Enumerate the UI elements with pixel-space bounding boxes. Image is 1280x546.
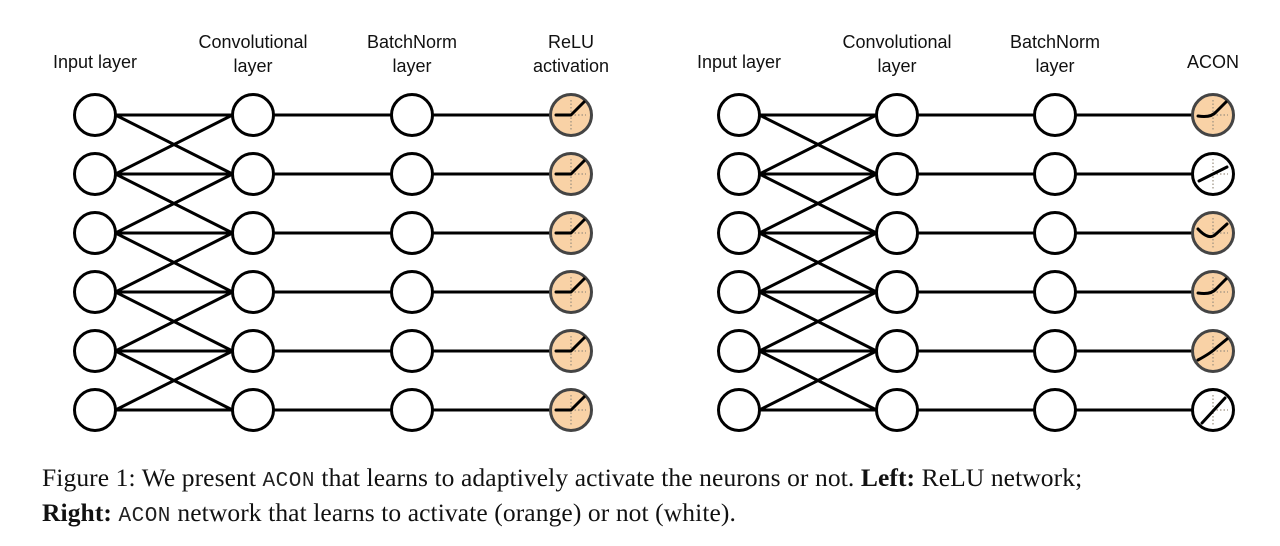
conv-neuron xyxy=(875,211,919,255)
conv-neuron xyxy=(875,93,919,137)
conv-neuron xyxy=(231,211,275,255)
batchnorm-neuron xyxy=(1033,270,1077,314)
caption-acon-term-2: ACON xyxy=(118,505,171,528)
conv-neuron xyxy=(875,329,919,373)
batchnorm-neuron xyxy=(390,211,434,255)
caption-right-label: Right: xyxy=(42,498,113,527)
input-neuron xyxy=(73,93,117,137)
activated-neuron xyxy=(1191,270,1235,314)
input-to-conv-edge xyxy=(758,290,878,353)
input-neuron xyxy=(73,388,117,432)
batchnorm-neuron xyxy=(390,152,434,196)
activation-column-label: activation xyxy=(533,56,609,76)
input-to-conv-edge xyxy=(114,113,234,176)
linear-steep-curve-icon xyxy=(1200,396,1227,425)
caption-line-1: Figure 1: We present ACON that learns to… xyxy=(42,462,1262,497)
caption-prefix: Figure 1: We present xyxy=(42,463,263,492)
caption-left-text: ReLU network; xyxy=(915,463,1083,492)
soft-linear-curve-icon xyxy=(1196,337,1229,362)
batchnorm-column-label: layer xyxy=(392,56,431,76)
input-to-conv-edge xyxy=(758,231,878,294)
caption-left-label: Left: xyxy=(860,463,916,492)
conv-neuron xyxy=(875,152,919,196)
activated-neuron xyxy=(549,388,593,432)
caption-acon-term: ACON xyxy=(262,470,315,493)
input-neuron xyxy=(717,93,761,137)
input-to-conv-edge xyxy=(758,172,878,235)
conv-neuron xyxy=(875,270,919,314)
figure-caption: Figure 1: We present ACON that learns to… xyxy=(42,462,1262,532)
batchnorm-neuron xyxy=(1033,388,1077,432)
activated-neuron xyxy=(549,270,593,314)
conv-column-label: Convolutional xyxy=(198,32,307,52)
inactive-neuron xyxy=(1191,388,1235,432)
conv-neuron xyxy=(231,329,275,373)
input-neuron xyxy=(717,329,761,373)
relu-curve-icon xyxy=(554,159,586,176)
relu-curve-icon xyxy=(554,100,586,117)
relu-curve-icon xyxy=(554,336,586,353)
caption-right-text: network that learns to activate (orange)… xyxy=(170,498,736,527)
batchnorm-neuron xyxy=(1033,93,1077,137)
input-to-conv-edge xyxy=(114,231,234,294)
acon-figure: Input layer Convolutional layer BatchNorm la… xyxy=(53,32,1239,432)
activated-neuron xyxy=(549,329,593,373)
relu-curve-icon xyxy=(554,277,586,294)
input-neuron xyxy=(73,329,117,373)
conv-neuron xyxy=(231,270,275,314)
connections xyxy=(114,113,551,412)
input-column-label: Input layer xyxy=(697,52,781,72)
smooth-relu-curve-icon xyxy=(1196,100,1228,118)
conv-column-label: layer xyxy=(233,56,272,76)
activated-neuron xyxy=(1191,93,1235,137)
conv-neuron xyxy=(875,388,919,432)
smooth-relu-curve-icon xyxy=(1196,277,1228,295)
batchnorm-neuron xyxy=(390,93,434,137)
batchnorm-neuron xyxy=(1033,152,1077,196)
batchnorm-column-label: BatchNorm xyxy=(1010,32,1100,52)
batchnorm-neuron xyxy=(390,270,434,314)
activated-neuron xyxy=(549,211,593,255)
caption-line-2: Right: ACON network that learns to activ… xyxy=(42,497,1262,532)
input-neuron xyxy=(73,211,117,255)
relu-curve-icon xyxy=(554,218,586,235)
linear-shallow-curve-icon xyxy=(1197,165,1229,183)
input-neuron xyxy=(717,152,761,196)
activated-neuron xyxy=(1191,211,1235,255)
relu-network-panel: Input layer Convolutional layer BatchNorm la… xyxy=(53,32,609,432)
relu-curve-icon xyxy=(554,395,586,412)
conv-neuron xyxy=(231,152,275,196)
conv-neuron xyxy=(231,388,275,432)
input-to-conv-edge xyxy=(758,113,878,176)
input-to-conv-edge xyxy=(114,349,234,412)
activation-column-label: ACON xyxy=(1187,52,1239,72)
conv-column-label: Convolutional xyxy=(842,32,951,52)
batchnorm-neuron xyxy=(1033,211,1077,255)
input-to-conv-edge xyxy=(114,290,234,353)
batchnorm-column-label: BatchNorm xyxy=(367,32,457,52)
activated-neuron xyxy=(1191,329,1235,373)
caption-middle: that learns to adaptively activate the n… xyxy=(314,463,861,492)
inactive-neuron xyxy=(1191,152,1235,196)
input-neuron xyxy=(717,388,761,432)
conv-neuron xyxy=(231,93,275,137)
activated-neuron xyxy=(549,152,593,196)
batchnorm-neuron xyxy=(1033,329,1077,373)
input-column-label: Input layer xyxy=(53,52,137,72)
input-neuron xyxy=(717,211,761,255)
input-neuron xyxy=(73,270,117,314)
input-neuron xyxy=(73,152,117,196)
activation-column-label: ReLU xyxy=(548,32,594,52)
v-shape-curve-icon xyxy=(1196,222,1229,239)
input-to-conv-edge xyxy=(758,349,878,412)
input-neuron xyxy=(717,270,761,314)
batchnorm-neuron xyxy=(390,329,434,373)
input-to-conv-edge xyxy=(114,172,234,235)
connections xyxy=(758,113,1193,412)
activated-neuron xyxy=(549,93,593,137)
batchnorm-neuron xyxy=(390,388,434,432)
batchnorm-column-label: layer xyxy=(1035,56,1074,76)
conv-column-label: layer xyxy=(877,56,916,76)
acon-network-panel: Input layer Convolutional layer BatchNorm la… xyxy=(697,32,1239,432)
